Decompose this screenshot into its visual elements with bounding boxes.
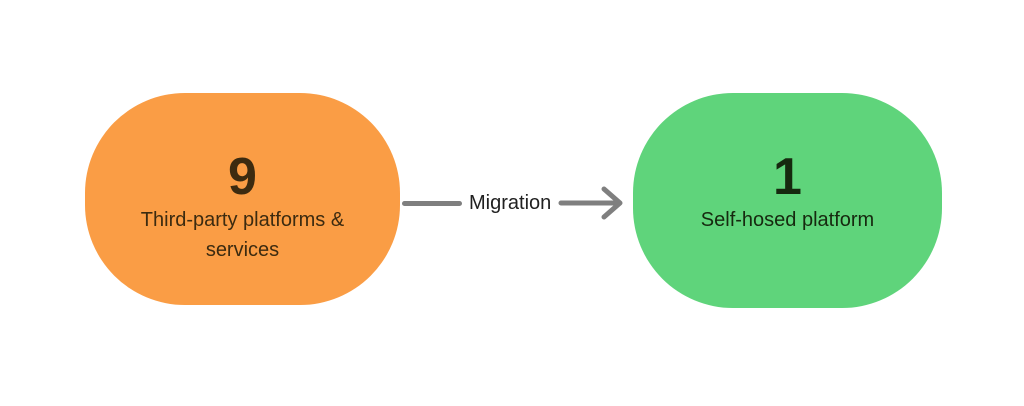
target-count: 1 [773, 148, 802, 206]
source-node: 9 Third-party platforms & services [85, 93, 400, 305]
arrow-right-icon [558, 186, 623, 220]
arrow-tail-line [402, 200, 462, 206]
source-label: Third-party platforms & services [140, 209, 345, 261]
migration-arrow: Migration [402, 185, 624, 221]
target-node: 1 Self-hosed platform [633, 93, 942, 308]
arrow-label: Migration [469, 192, 552, 214]
source-count: 9 [228, 148, 257, 206]
target-label: Self-hosed platform [700, 209, 875, 231]
